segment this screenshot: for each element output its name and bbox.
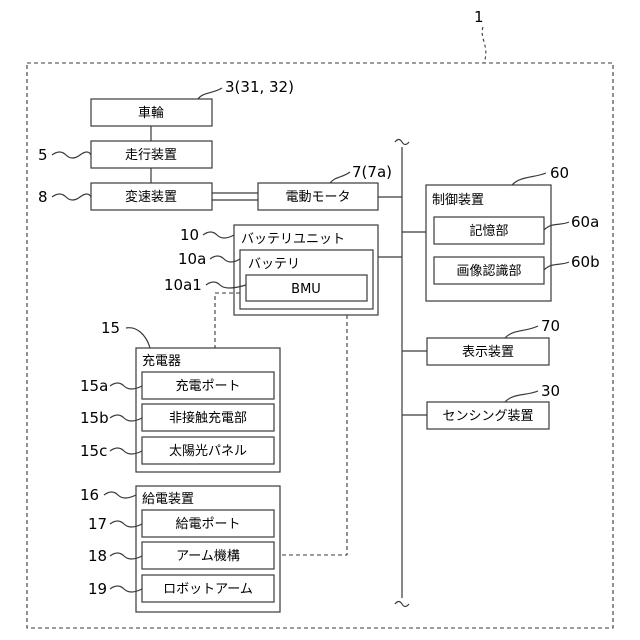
wheel-label: 車輪 [138,105,164,121]
power-port-ref: 17 [88,515,107,533]
electric-motor-ref: 7(7a) [352,163,392,181]
charger-label: 充電器 [142,353,181,369]
storage-ref: 60a [571,213,599,231]
sensing-device-ref: 30 [541,382,560,400]
bmu-ref: 10a1 [164,276,202,294]
travel-device-ref-leader [52,152,91,158]
battery-unit-label: バッテリユニット [241,232,345,247]
control-device-ref-leader [512,173,546,185]
robot-arm-label: ロボットアーム [163,582,253,597]
storage-label: 記憶部 [469,223,508,239]
solar-panel-ref: 15c [80,442,107,460]
battery-unit-ref-leader [203,232,234,238]
travel-device-label: 走行装置 [125,148,177,163]
charger-ref: 15 [101,319,120,337]
bus-break-top [395,140,409,145]
power-supply-ref: 16 [80,486,99,504]
contactless-charger-ref: 15b [80,409,109,427]
battery-ref: 10a [178,250,206,268]
display-device-label: 表示装置 [462,345,514,360]
sensing-device-label: センシング装置 [442,409,533,424]
travel-device-ref: 5 [38,146,48,164]
battery-unit-ref: 10 [180,226,199,244]
charger-ref-leader [126,328,150,348]
control-device-ref: 60 [550,164,569,182]
contactless-charger-label: 非接触充電部 [169,410,247,426]
charging-port-label: 充電ポート [175,378,240,394]
electric-motor-ref-leader [330,172,350,183]
image-recognition-label: 画像認識部 [456,263,521,279]
charging-port-ref: 15a [80,377,108,395]
display-device-ref-leader [505,326,538,338]
system-leader [482,27,486,63]
control-device-label: 制御装置 [432,193,484,208]
transmission-label: 変速装置 [125,189,177,205]
bus-break-bottom [395,602,409,607]
wheel-ref-leader [198,88,222,99]
sensing-device-ref-leader [505,391,538,402]
robot-arm-ref: 19 [88,580,107,598]
system-ref: 1 [474,8,484,26]
display-device-ref: 70 [541,317,560,335]
battery-label: バッテリ [248,257,300,272]
power-port-label: 給電ポート [175,517,240,532]
arm-mechanism-ref: 18 [88,547,107,565]
power-supply-label: 給電装置 [142,492,194,507]
wheel-ref: 3(31, 32) [225,78,294,96]
transmission-ref: 8 [38,188,48,206]
bmu-label: BMU [291,282,321,297]
electric-motor-label: 電動モータ [285,190,350,205]
solar-panel-label: 太陽光パネル [169,444,247,459]
battery-arm-dashed-link [280,315,347,555]
power-supply-ref-leader [104,492,136,498]
transmission-ref-leader [52,194,91,200]
image-recognition-ref: 60b [571,253,600,271]
arm-mechanism-label: アーム機構 [176,549,240,564]
